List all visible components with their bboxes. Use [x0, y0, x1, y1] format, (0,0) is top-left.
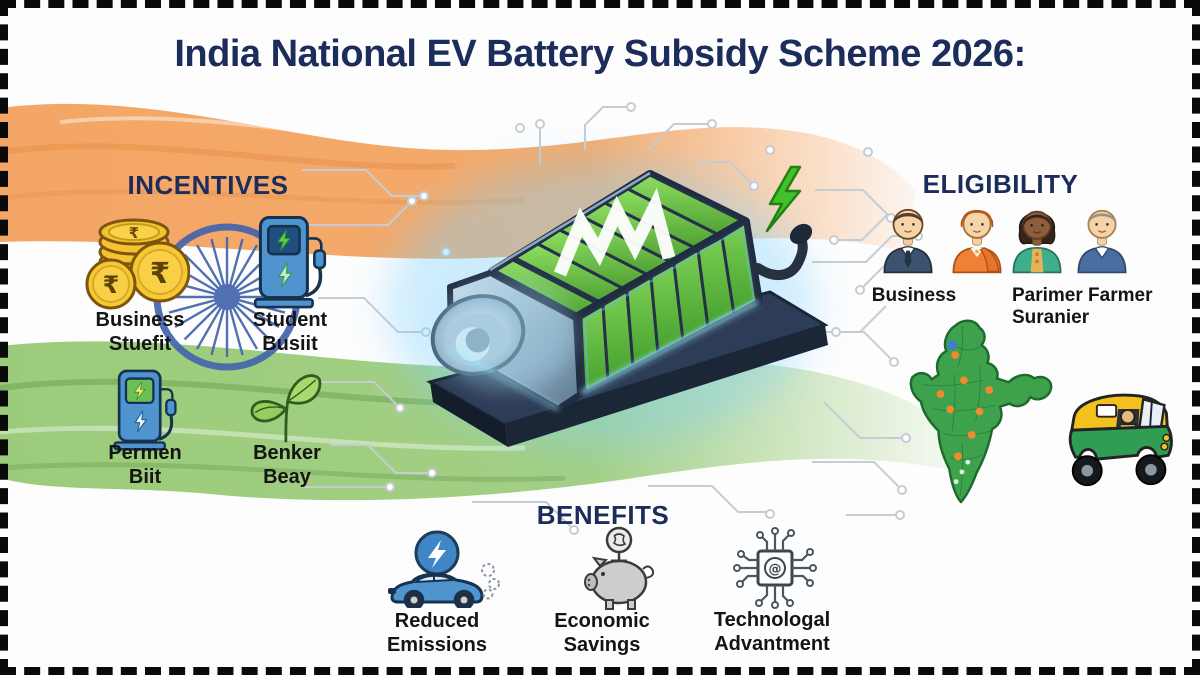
piggy-bank-icon: [584, 526, 655, 610]
cable-connector: [789, 223, 813, 245]
benefit-label-economic-savings: Economic Savings: [554, 610, 650, 656]
auto-rickshaw: [1068, 393, 1173, 487]
eligibility-heading: ELIGIBILITY: [922, 169, 1079, 199]
eligibility-label-business: Business: [871, 285, 957, 306]
svg-text:@: @: [769, 562, 782, 577]
incentive-label-student-busiit: Student Busiit: [252, 309, 328, 355]
sari-woman-avatar: [952, 209, 1002, 274]
india-map: [909, 319, 1053, 504]
incentive-label-permen-biit: Permen Biit: [108, 442, 182, 488]
rupee-coins-icon: ₹ ₹ ₹: [85, 218, 190, 310]
svg-text:₹: ₹: [129, 224, 139, 242]
incentives-heading: INCENTIVES: [127, 170, 289, 200]
ev-charging-station-icon: [113, 369, 177, 451]
businessman-avatar: [883, 208, 933, 274]
elder-person-avatar: [1077, 209, 1127, 274]
svg-text:₹: ₹: [103, 271, 120, 299]
incentive-label-business-stuefit: Business Stuefit: [95, 309, 185, 355]
svg-text:₹: ₹: [150, 256, 170, 290]
battery-cable: [753, 233, 808, 280]
ev-car-icon: [388, 530, 500, 608]
page-title: India National EV Battery Subsidy Scheme…: [174, 33, 1026, 75]
leaf-icon: [250, 374, 322, 443]
benefit-label-tech-advantment: Technologal Advantment: [713, 609, 831, 655]
lightning-bolt-icon: [765, 165, 802, 233]
benefit-label-reduced-emissions: Reduced Emissions: [386, 610, 488, 656]
teal-woman-avatar: [1012, 210, 1062, 274]
incentive-label-benker-beay: Benker Beay: [253, 442, 321, 488]
battery-logo-zigzag: [553, 187, 676, 277]
ev-charging-station-icon: [253, 216, 327, 309]
benefits-heading: BENEFITS: [536, 500, 670, 530]
eligibility-label-farmer: Parimer Farmer Suranier: [1012, 285, 1153, 329]
ev-battery-graphic: [385, 160, 829, 450]
microchip-icon: @: [733, 527, 817, 609]
